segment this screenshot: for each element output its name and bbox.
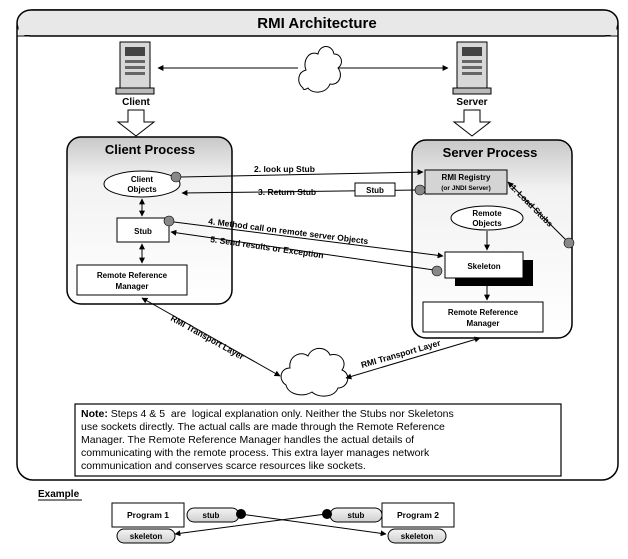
- server-computer-icon: [452, 41, 492, 95]
- note-box: [74, 403, 562, 477]
- server-process-title: Server Process: [443, 145, 538, 160]
- skeleton-box: [444, 251, 524, 279]
- transit-stub-label: Stub: [366, 186, 384, 195]
- note-line-4: communicating with the remote process. T…: [81, 447, 430, 459]
- program2-box: [381, 502, 455, 528]
- client-computer-icon: [115, 41, 155, 95]
- client-down-arrow: [116, 109, 156, 137]
- client-stub-label: Stub: [134, 227, 152, 236]
- program1-box: [111, 502, 185, 528]
- program2-label: Program 2: [397, 510, 439, 520]
- client-rrm-label-1: Remote Reference: [97, 271, 168, 280]
- note-text-1: Steps 4 & 5 are logical explanation only…: [108, 408, 454, 420]
- network-cloud-icon: [298, 46, 342, 93]
- lookup-stub-label: 2. look up Stub: [254, 164, 315, 174]
- example-heading: Example: [38, 489, 80, 500]
- return-stub-label: 3. Return Stub: [258, 187, 316, 197]
- skeleton-right-pill: [387, 528, 447, 544]
- note-line-5: communication and conserves scarce resou…: [81, 460, 366, 472]
- client-rrm-label-2: Manager: [116, 282, 149, 291]
- rmi-registry-box: [424, 169, 508, 195]
- server-rrm-label-2: Manager: [467, 319, 500, 328]
- stub-left-label: stub: [203, 511, 220, 520]
- program1-label: Program 1: [127, 510, 169, 520]
- rmi-registry-sublabel: (or JNDI Server): [441, 185, 491, 192]
- remote-objects-label-1: Remote: [472, 209, 502, 218]
- server-down-arrow: [452, 109, 492, 137]
- note-line-3: Manager. The Remote Reference Manager ha…: [81, 434, 414, 446]
- remote-objects-node: [450, 205, 524, 231]
- client-objects-label-1: Client: [131, 175, 154, 184]
- note-label: Note:: [81, 408, 108, 420]
- skeleton-left-pill: [116, 528, 176, 544]
- transit-stub-box: [354, 182, 396, 197]
- skeleton-label: Skeleton: [467, 262, 500, 271]
- stub-right-label: stub: [348, 511, 365, 520]
- transport-cloud-icon: [280, 347, 349, 397]
- client-stub-box: [116, 217, 170, 243]
- server-label: Server: [456, 97, 487, 108]
- client-objects-label-2: Objects: [127, 185, 157, 194]
- client-objects-node: [103, 170, 181, 198]
- rmi-registry-label: RMI Registry: [442, 173, 491, 182]
- client-label: Client: [122, 97, 150, 108]
- note-line-1: Note: Steps 4 & 5 are logical explanatio…: [81, 408, 454, 420]
- skeleton-left-label: skeleton: [130, 532, 163, 541]
- diagram-title: RMI Architecture: [257, 15, 376, 32]
- remote-objects-label-2: Objects: [472, 219, 502, 228]
- client-rrm-box: [76, 264, 188, 296]
- server-rrm-box: [422, 301, 544, 333]
- note-line-2: use sockets directly. The actual calls a…: [81, 421, 445, 433]
- server-rrm-label-1: Remote Reference: [448, 308, 519, 317]
- skeleton-right-label: skeleton: [401, 532, 434, 541]
- client-process-title: Client Process: [105, 142, 195, 157]
